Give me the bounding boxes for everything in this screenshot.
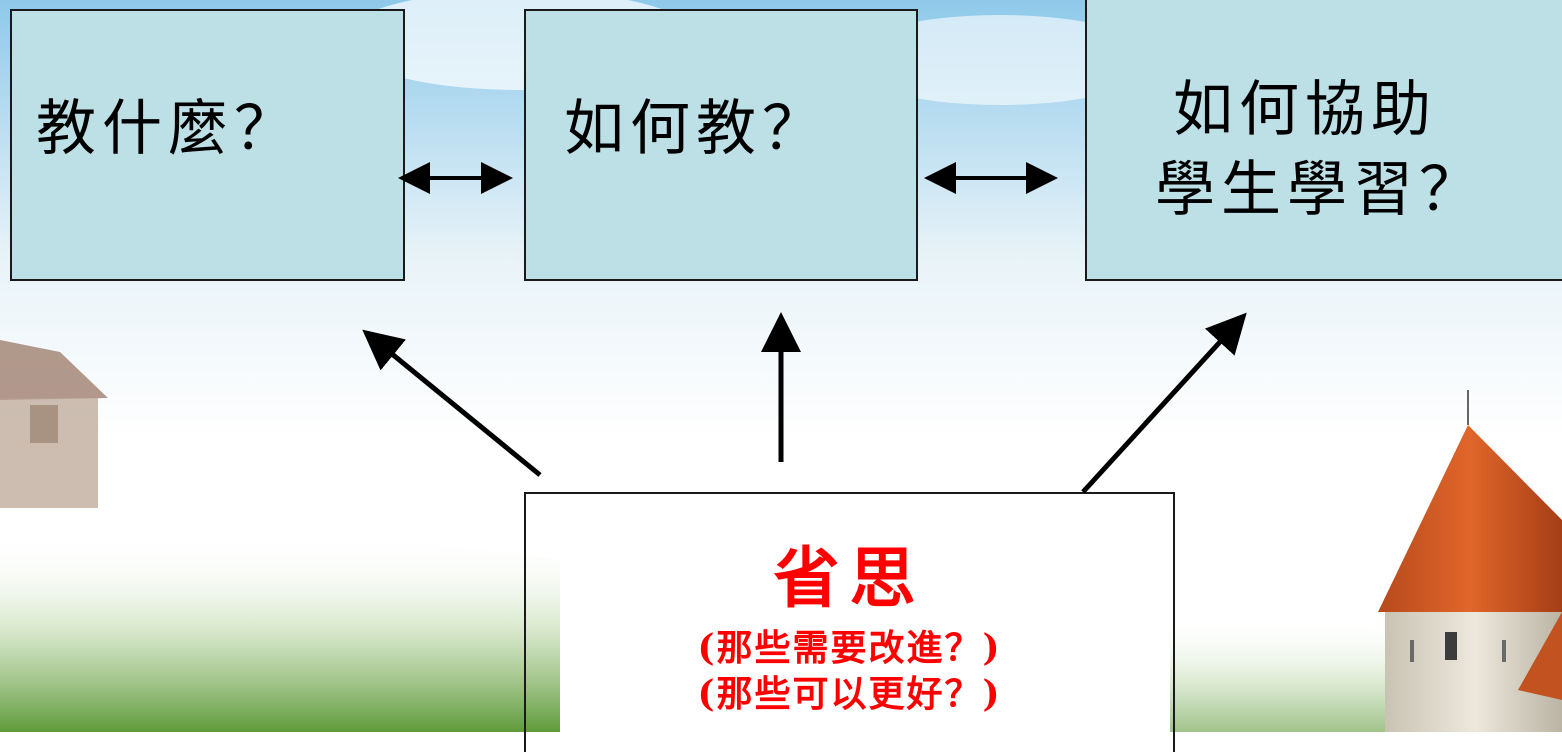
reflection-question-improve: (那些需要改進？) bbox=[697, 627, 1002, 669]
how-to-teach-label: 如何教？ bbox=[564, 94, 828, 164]
connector-arrows bbox=[362, 162, 1247, 494]
what-to-teach-label: 教什麼？ bbox=[36, 94, 300, 164]
arrow-reflect-to-what bbox=[362, 329, 542, 477]
reflection-box: 省思 (那些需要改進？) (那些可以更好？) bbox=[524, 492, 1175, 752]
reflection-title: 省思 bbox=[773, 539, 926, 617]
what-to-teach-box: 教什麼？ bbox=[10, 9, 405, 281]
help-students-learn-line2: 學生學習？ bbox=[1155, 155, 1485, 225]
help-students-learn-line1: 如何協助 bbox=[1173, 75, 1437, 145]
how-to-teach-box: 如何教？ bbox=[524, 9, 918, 281]
help-students-learn-box: 如何協助 學生學習？ bbox=[1085, 0, 1562, 281]
reflection-question-better: (那些可以更好？) bbox=[697, 673, 1002, 715]
arrow-reflect-to-help bbox=[1081, 312, 1247, 494]
